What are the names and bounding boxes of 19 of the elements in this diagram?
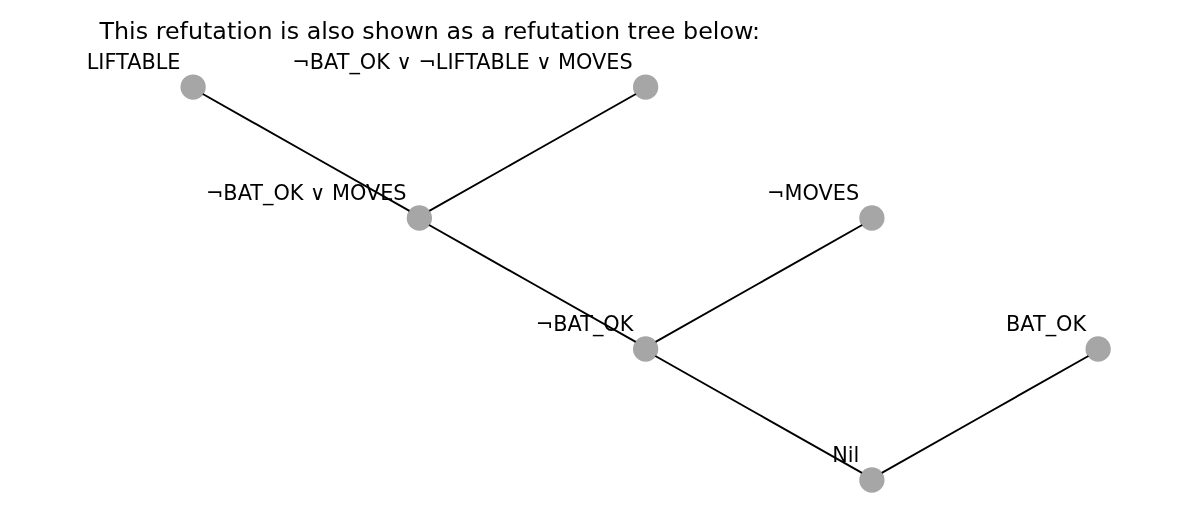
node-label: BAT_OK [1005, 312, 1086, 337]
node-circle [179, 74, 206, 100]
connector [654, 224, 863, 343]
node-label: ¬BAT_OK ∨ ¬LIFTABLE ∨ MOVES [291, 50, 633, 75]
connector [427, 224, 637, 343]
node-circle [406, 205, 432, 231]
node-circle [1085, 336, 1111, 362]
node-circle [632, 336, 658, 362]
connector [880, 355, 1089, 474]
diagram-title: This refutation is also shown as a refutation tree below: [98, 17, 760, 46]
node-label: LIFTABLE [86, 50, 180, 75]
node-circle [858, 467, 885, 493]
node-circle [632, 74, 658, 100]
node-label: ¬MOVES [766, 181, 859, 206]
connector [653, 355, 863, 474]
node-circle [858, 205, 885, 231]
connector [201, 93, 410, 212]
connector [427, 93, 637, 212]
node-label: Nil [831, 443, 859, 468]
